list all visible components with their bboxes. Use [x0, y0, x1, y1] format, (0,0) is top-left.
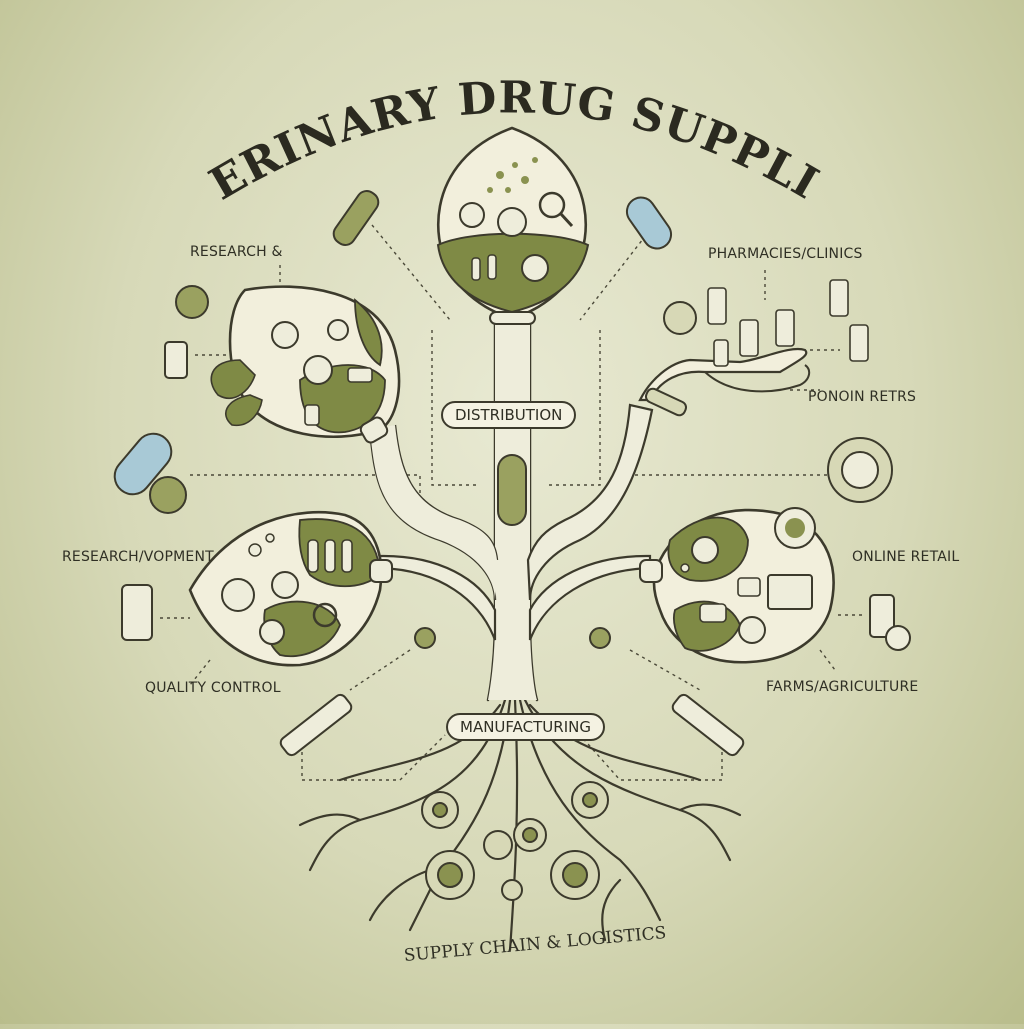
connector-lines [160, 224, 865, 781]
hand-pharmacies [638, 279, 869, 417]
microscope-icon [497, 207, 527, 237]
vial-icon [869, 594, 895, 638]
test-tube-icon [471, 257, 481, 281]
label-distribution: DISTRIBUTION [441, 401, 577, 429]
vial-icon [164, 341, 188, 379]
top-leaf-research [436, 126, 590, 325]
flask-icon [271, 321, 299, 349]
gear-icon [483, 830, 513, 860]
vial-icon [849, 324, 869, 362]
capsule-icon [625, 196, 673, 250]
test-tube-icon [487, 254, 497, 280]
monitor-icon [767, 574, 813, 610]
label-pharmacies-clinics: PHARMACIES/CLINICS [708, 246, 863, 262]
leaf-icon [210, 359, 256, 399]
capsule-icon [113, 432, 173, 496]
flask-icon [221, 578, 255, 612]
cow-icon [699, 603, 727, 623]
label-research-development: RESEARCH/VOPMENT [62, 549, 214, 565]
cart-icon [737, 577, 761, 597]
vial-icon [829, 279, 849, 317]
gear-icon [501, 879, 523, 901]
gear-icon [691, 536, 719, 564]
vial-icon [739, 319, 759, 357]
syringe-icon [671, 693, 745, 757]
vial-icon [304, 404, 320, 426]
test-tube-icon [324, 539, 336, 573]
label-farms-agriculture: FARMS/AGRICULTURE [766, 679, 919, 695]
magnifier-icon [521, 254, 549, 282]
trunk-capsule [497, 454, 527, 526]
leaf-online-retail [639, 507, 835, 664]
vial-icon [707, 287, 727, 325]
tablet-icon [414, 627, 436, 649]
gear-icon [663, 301, 697, 335]
test-tube-icon [332, 190, 380, 246]
label-retail: PONOIN RETRS [808, 389, 917, 405]
flask-icon [259, 619, 285, 645]
cow-icon [347, 367, 373, 383]
tablet-icon [885, 625, 911, 651]
syringe-icon [279, 693, 353, 757]
vial-icon [713, 339, 729, 367]
leaf-research [210, 285, 401, 444]
tablet-icon [738, 616, 766, 644]
leaf-research-development [188, 510, 393, 667]
test-tube-icon [307, 539, 319, 573]
label-manufacturing: MANUFACTURING [446, 713, 605, 741]
magnifier-icon [538, 191, 566, 219]
label-quality-control: QUALITY CONTROL [145, 680, 281, 696]
vial-icon [121, 584, 153, 641]
label-research: RESEARCH & [190, 244, 283, 260]
magnifier-icon [312, 602, 338, 628]
label-online-retail: ONLINE RETAIL [852, 549, 960, 565]
page-title: VETERINARY DRUG SUPPLIERS [0, 0, 827, 210]
root-gears [421, 781, 609, 901]
tablet-icon [589, 627, 611, 649]
hand-icon [638, 347, 808, 402]
test-tube-icon [341, 539, 353, 573]
tablet-icon [271, 571, 299, 599]
floating-icons [113, 190, 911, 757]
tablet-icon [149, 476, 187, 514]
flask-icon [327, 319, 349, 341]
vial-icon [775, 309, 795, 347]
leaf-icon [225, 394, 263, 427]
tablet-icon [175, 285, 209, 319]
molecule-icon [303, 355, 333, 385]
flask-icon [459, 202, 485, 228]
